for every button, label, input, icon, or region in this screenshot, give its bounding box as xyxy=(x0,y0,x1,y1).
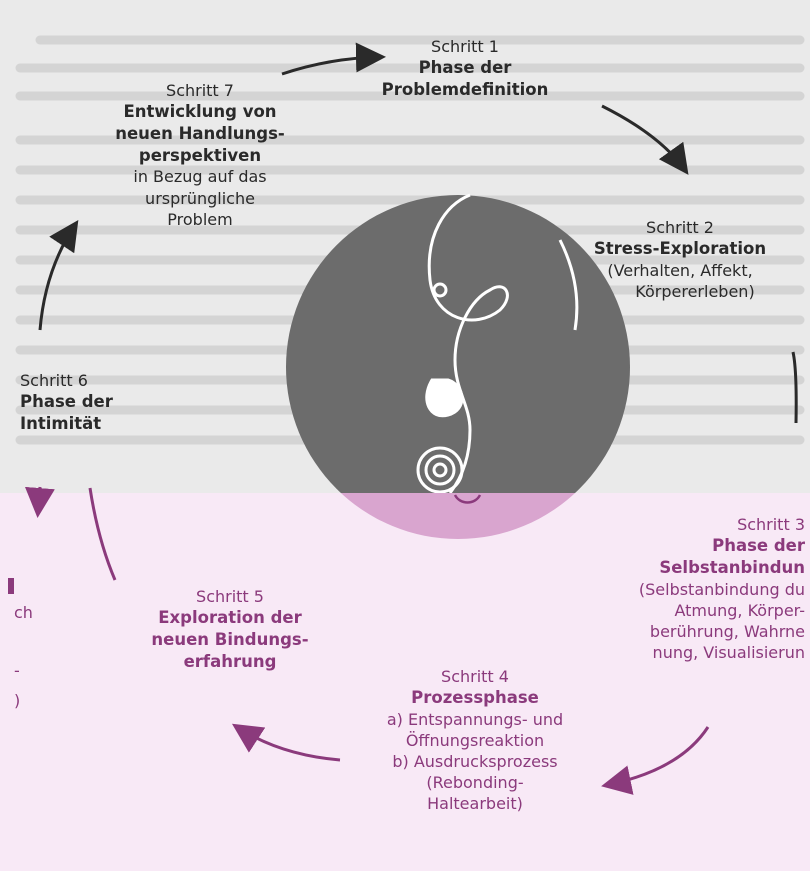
step-5-title-line: neuen Bindungs- xyxy=(130,629,330,651)
step-4-title-line: Prozessphase xyxy=(355,687,595,709)
step-4-desc-line: Haltearbeit) xyxy=(355,793,595,814)
arrow-left-downward xyxy=(38,487,40,512)
step-4-desc-line: b) Ausdrucksprozess xyxy=(355,751,595,772)
step-5-title-line: erfahrung xyxy=(130,651,330,673)
arrow-step2-to-step3 xyxy=(793,352,796,423)
step-7-desc-line: in Bezug auf das xyxy=(100,166,300,187)
step-3-title-line: Phase der xyxy=(590,535,805,557)
arrow-step1-to-step2 xyxy=(602,106,685,170)
step-3: Schritt 3 Phase der Selbstanbindun (Selb… xyxy=(590,514,805,663)
left-fragment: ch xyxy=(14,602,33,623)
step-6-title-line: Intimität xyxy=(20,413,132,435)
arrow-step4-to-step5 xyxy=(237,727,340,760)
arrow-step6-to-step7 xyxy=(40,225,75,330)
step-4-desc-line: Öffnungsreaktion xyxy=(355,730,595,751)
step-3-title-line: Selbstanbindun xyxy=(590,557,805,579)
step-7-desc-line: Problem xyxy=(100,209,300,230)
step-7-title-line: Entwicklung von xyxy=(100,101,300,123)
step-7-title-line: neuen Handlungs- xyxy=(100,123,300,145)
step-1-title-line: Problemdefinition xyxy=(370,79,560,101)
step-4: Schritt 4 Prozessphase a) Entspannungs- … xyxy=(355,666,595,814)
step-4-number: Schritt 4 xyxy=(355,666,595,687)
step-7-desc-line: ursprüngliche xyxy=(100,188,300,209)
step-7-title-line: perspektiven xyxy=(100,145,300,167)
arrow-step5-to-step6 xyxy=(90,488,115,580)
arrow-step3-to-step4 xyxy=(607,727,708,785)
step-2-desc-line: (Verhalten, Affekt, xyxy=(565,260,795,281)
step-6: Schritt 6 Phase der Intimität xyxy=(20,370,132,435)
step-5: Schritt 5 Exploration der neuen Bindungs… xyxy=(130,586,330,672)
step-7-number: Schritt 7 xyxy=(100,80,300,101)
arrow-step7-to-step1 xyxy=(282,57,380,74)
step-2-number: Schritt 2 xyxy=(565,217,795,238)
step-3-desc-line: (Selbstanbindung du xyxy=(590,579,805,600)
step-4-desc-line: a) Entspannungs- und xyxy=(355,709,595,730)
step-7: Schritt 7 Entwicklung von neuen Handlung… xyxy=(100,80,300,230)
step-2-title-line: Stress-Exploration xyxy=(565,238,795,260)
step-2: Schritt 2 Stress-Exploration (Verhalten,… xyxy=(565,217,795,302)
left-fragment: ) xyxy=(14,690,20,711)
step-3-desc-line: berührung, Wahrne xyxy=(590,621,805,642)
step-4-desc-line: (Rebonding- xyxy=(355,772,595,793)
left-fragment: - xyxy=(14,660,20,681)
step-3-number: Schritt 3 xyxy=(590,514,805,535)
step-3-desc-line: Atmung, Körper- xyxy=(590,600,805,621)
step-6-number: Schritt 6 xyxy=(20,370,132,391)
left-fragment-bar xyxy=(8,578,14,594)
step-6-title-line: Phase der xyxy=(20,391,132,413)
step-5-title-line: Exploration der xyxy=(130,607,330,629)
step-1-number: Schritt 1 xyxy=(370,36,560,57)
step-1-title-line: Phase der xyxy=(370,57,560,79)
step-2-desc-line: Körpererleben) xyxy=(565,281,795,302)
step-3-desc-line: nung, Visualisierun xyxy=(590,642,805,663)
step-1: Schritt 1 Phase der Problemdefinition xyxy=(370,36,560,101)
step-5-number: Schritt 5 xyxy=(130,586,330,607)
